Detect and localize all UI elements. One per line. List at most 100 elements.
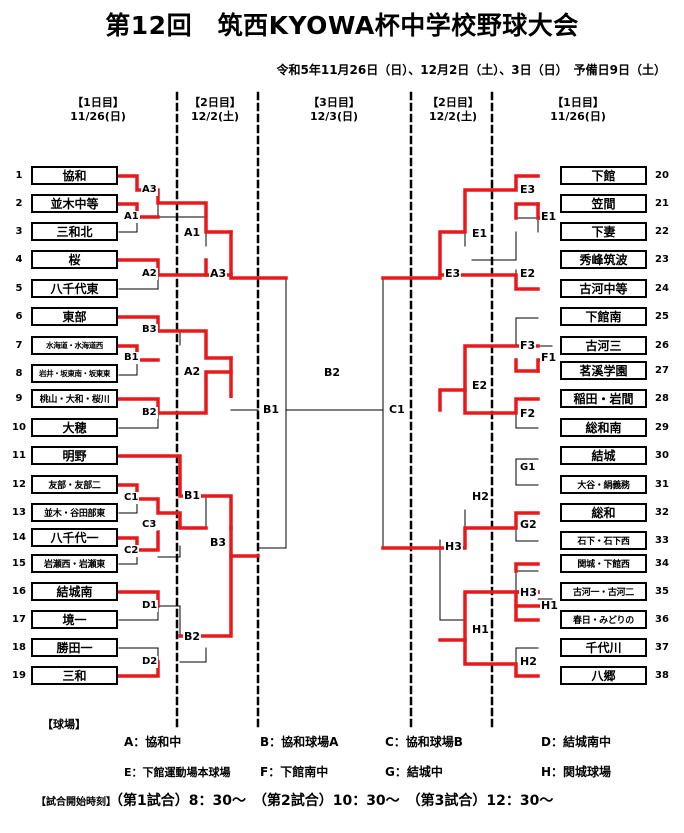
team-box: 石下・石下西 <box>560 531 647 550</box>
game-label: B2 <box>183 630 202 643</box>
game-label: B1 <box>123 352 140 364</box>
game-label: G2 <box>519 518 538 531</box>
team-number: 30 <box>655 450 669 461</box>
team-number: 18 <box>12 642 26 653</box>
game-label: B2 <box>323 366 342 379</box>
game-label: C1 <box>388 403 406 416</box>
team-box: 大穂 <box>31 418 118 437</box>
game-label: A2 <box>183 365 202 378</box>
team-box: 並木中等 <box>31 194 118 213</box>
team-box: 協和 <box>31 166 118 185</box>
team-number: 8 <box>15 368 23 379</box>
team-number: 32 <box>655 507 669 518</box>
team-box: 八千代一 <box>31 528 118 547</box>
venue-g: G：結城中 <box>385 765 443 779</box>
team-number: 11 <box>12 450 26 461</box>
team-number: 33 <box>655 535 669 546</box>
team-number: 35 <box>655 586 669 597</box>
team-number: 17 <box>12 614 26 625</box>
team-box: 友部・友部二 <box>31 475 118 494</box>
game-label: H2 <box>471 490 490 503</box>
team-box: 下妻 <box>560 222 647 241</box>
game-label: E3 <box>519 183 537 196</box>
team-number: 22 <box>655 226 669 237</box>
team-box: 古河三 <box>560 336 647 355</box>
game-label: A1 <box>123 211 140 223</box>
team-box: 岩瀬西・岩瀬東 <box>31 554 118 573</box>
team-number: 26 <box>655 340 669 351</box>
team-box: 秀峰筑波 <box>560 250 647 269</box>
team-box: 桜 <box>31 250 118 269</box>
team-box: 結城 <box>560 446 647 465</box>
team-number: 9 <box>15 393 23 404</box>
team-box: 並木・谷田部東 <box>31 503 118 522</box>
team-number: 38 <box>655 670 669 681</box>
game-label: F2 <box>519 407 537 420</box>
team-number: 1 <box>15 170 23 181</box>
team-number: 23 <box>655 254 669 265</box>
team-box: 八郷 <box>560 666 647 685</box>
team-number: 21 <box>655 198 669 209</box>
game-label: B1 <box>183 489 202 502</box>
team-box: 古河中等 <box>560 279 647 298</box>
game-label: E1 <box>471 227 489 240</box>
game-label: A2 <box>141 268 158 280</box>
team-number: 13 <box>12 507 26 518</box>
game-label: H2 <box>519 655 538 668</box>
game-label: H1 <box>540 599 559 612</box>
team-number: 20 <box>655 170 669 181</box>
game-label: B2 <box>141 407 158 419</box>
team-box: 勝田一 <box>31 638 118 657</box>
team-number: 16 <box>12 586 26 597</box>
team-box: 春日・みどりの <box>560 610 647 629</box>
team-number: 24 <box>655 283 669 294</box>
team-box: 結城南 <box>31 582 118 601</box>
team-number: 37 <box>655 642 669 653</box>
team-box: 笠間 <box>560 194 647 213</box>
game-label: F1 <box>540 351 558 364</box>
team-number: 25 <box>655 311 669 322</box>
game-label: E3 <box>444 267 462 280</box>
game-label: B3 <box>209 536 228 549</box>
game-label: E1 <box>540 210 558 223</box>
game-label: B3 <box>141 324 158 336</box>
team-box: 岩井・坂東南・坂東東 <box>31 364 118 383</box>
team-box: 明野 <box>31 446 118 465</box>
start-times: 【試合開始時刻】（第1試合）8：30〜 （第2試合）10：30〜 （第3試合）1… <box>36 790 553 810</box>
team-box: 東部 <box>31 307 118 326</box>
team-box: 桃山・大和・桜川 <box>31 389 118 408</box>
team-number: 19 <box>12 670 26 681</box>
venue-e: E：下館運動場本球場 <box>124 766 231 779</box>
team-number: 7 <box>15 340 23 351</box>
venue-a: A：協和中 <box>124 735 182 749</box>
team-number: 2 <box>15 198 23 209</box>
team-number: 6 <box>15 311 23 322</box>
game-label: D1 <box>141 600 159 612</box>
column-header-right-day1: 【1日目】11/26(日) <box>550 96 606 123</box>
team-number: 34 <box>655 558 669 569</box>
team-number: 12 <box>12 479 26 490</box>
team-number: 5 <box>15 283 23 294</box>
venue-b: B：協和球場A <box>260 735 339 749</box>
team-number: 31 <box>655 479 669 490</box>
game-label: C1 <box>123 492 140 504</box>
team-box: 水海道・水海道西 <box>31 336 118 355</box>
game-label: C3 <box>141 519 158 531</box>
team-number: 10 <box>12 422 26 433</box>
team-number: 14 <box>12 532 26 543</box>
team-number: 27 <box>655 365 669 376</box>
legend-title: 【球場】 <box>42 718 86 731</box>
team-box: 大谷・絹義務 <box>560 475 647 494</box>
game-label: A3 <box>141 184 158 196</box>
team-box: 三和 <box>31 666 118 685</box>
column-header-left-day1: 【1日目】11/26(日) <box>70 96 126 123</box>
tournament-dates: 令和5年11月26日（日）、12月2日（土）、3日（日） 予備日9日（土） <box>276 63 667 77</box>
venue-d: D：結城南中 <box>541 735 611 749</box>
venue-f: F：下館南中 <box>260 765 329 779</box>
game-label: H3 <box>519 586 538 599</box>
team-number: 29 <box>655 422 669 433</box>
team-box: 下館南 <box>560 307 647 326</box>
game-label: D2 <box>141 656 159 668</box>
team-box: 八千代東 <box>31 279 118 298</box>
